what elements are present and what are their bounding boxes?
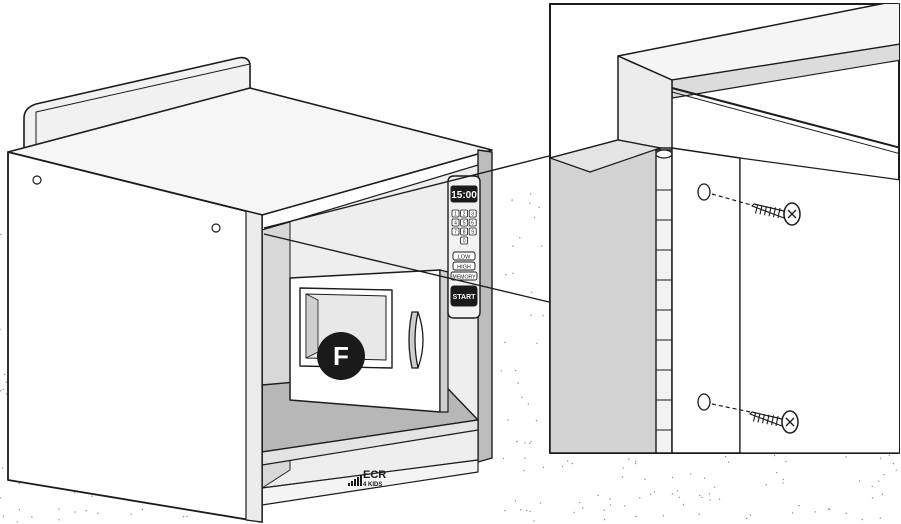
timer-display [450, 185, 478, 203]
start-button [450, 285, 478, 307]
inset-door-edge [671, 147, 741, 453]
screw-hole-right [211, 223, 221, 233]
keypad-key [451, 209, 460, 218]
keypad-key [460, 218, 469, 227]
keypad-key [468, 209, 477, 218]
low-button [452, 251, 476, 261]
keypad-key [468, 218, 477, 227]
pilot-hole-bottom [697, 393, 711, 411]
keypad-key-label: 2 [463, 212, 466, 218]
keypad-key [451, 218, 460, 227]
keypad-key-label: 0 [463, 239, 466, 245]
ecr-logo-icon [348, 475, 362, 486]
inset-cabinet-side [550, 139, 661, 453]
step-marker-f: F [317, 332, 365, 380]
keypad-key-label: 4 [454, 221, 457, 227]
screw-hole-left [32, 175, 42, 185]
callout-lines [263, 155, 550, 303]
timer-display-text: 15:00 [451, 190, 477, 201]
keypad-key-label: 6 [471, 221, 474, 227]
keypad-key [460, 227, 469, 236]
step-marker-label: F [333, 341, 349, 371]
brand-tagline: 4 KIDS [363, 482, 382, 488]
memory-button-label: MEMORY [452, 275, 476, 281]
keypad-key [468, 227, 477, 236]
left-side-panel [7, 151, 263, 523]
high-button [452, 261, 476, 271]
screw-icon [751, 202, 801, 226]
keypad-key-label: 9 [471, 230, 474, 236]
keypad-key-label: 7 [454, 230, 457, 236]
keypad-key-label: 1 [454, 212, 457, 218]
piano-hinge [655, 149, 673, 453]
memory-button [450, 271, 478, 281]
detail-inset [549, 3, 900, 454]
keypad-key [451, 227, 460, 236]
high-button-label: HIGH [457, 265, 471, 271]
keypad-key [460, 236, 469, 245]
pilot-hole-top [697, 183, 711, 201]
low-button-label: LOW [458, 255, 471, 261]
brand-name: ECR [363, 469, 386, 481]
keypad-key [460, 209, 469, 218]
keypad-key-label: 3 [471, 212, 474, 218]
start-button-label: START [453, 294, 477, 301]
keypad-key-label: 5 [463, 221, 466, 227]
keypad-key-label: 8 [463, 230, 466, 236]
screw-icon [749, 410, 799, 434]
